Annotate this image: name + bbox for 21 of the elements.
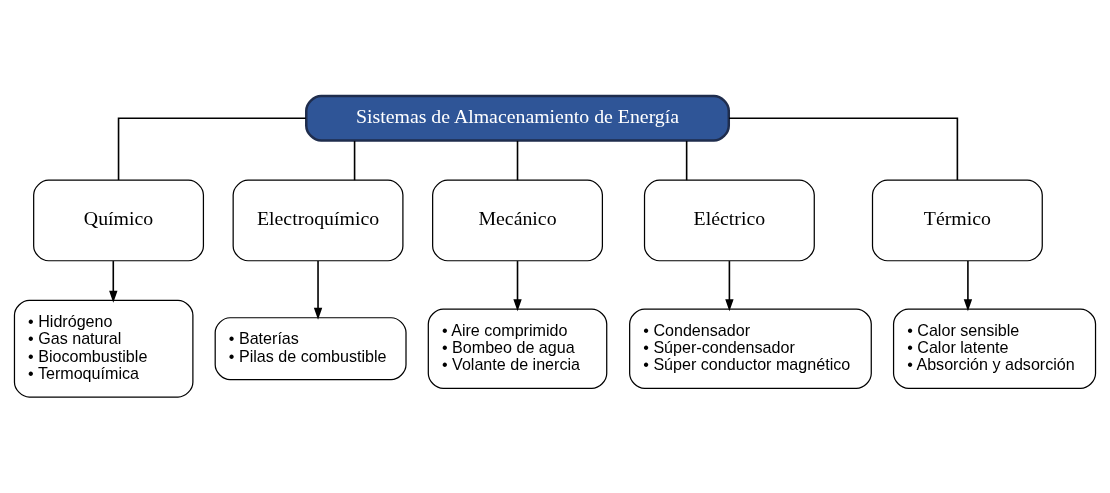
connector bbox=[685, 140, 688, 181]
connector bbox=[516, 140, 519, 181]
connector bbox=[117, 117, 307, 181]
node-box: • Aire comprimido • Bombeo de agua • Volante de inercia bbox=[427, 308, 608, 389]
node-box: • Baterías • Pilas de combustible bbox=[214, 317, 407, 381]
node-box: Térmico bbox=[871, 179, 1043, 262]
connector bbox=[353, 140, 356, 181]
arrow bbox=[725, 260, 734, 312]
connector bbox=[728, 117, 959, 181]
node-box: • Calor sensible • Calor latente • Absorción y adsorción bbox=[892, 308, 1097, 389]
node-box: • Hidrógeno • Gas natural • Biocombustible • Termoquímica bbox=[13, 299, 194, 398]
arrow bbox=[109, 260, 118, 303]
node-box: Sistemas de Almacenamiento de Energía bbox=[305, 94, 730, 142]
node-box: Electroquímico bbox=[232, 179, 404, 262]
arrow bbox=[963, 260, 973, 312]
node-box: Mecánico bbox=[432, 179, 603, 262]
node-box: Eléctrico bbox=[643, 179, 815, 262]
arrow bbox=[513, 260, 522, 312]
arrow bbox=[313, 260, 323, 320]
node-box: • Condensador • Súper-condensador • Súper conductor magnético bbox=[629, 308, 872, 389]
node-box: Químico bbox=[33, 179, 205, 262]
